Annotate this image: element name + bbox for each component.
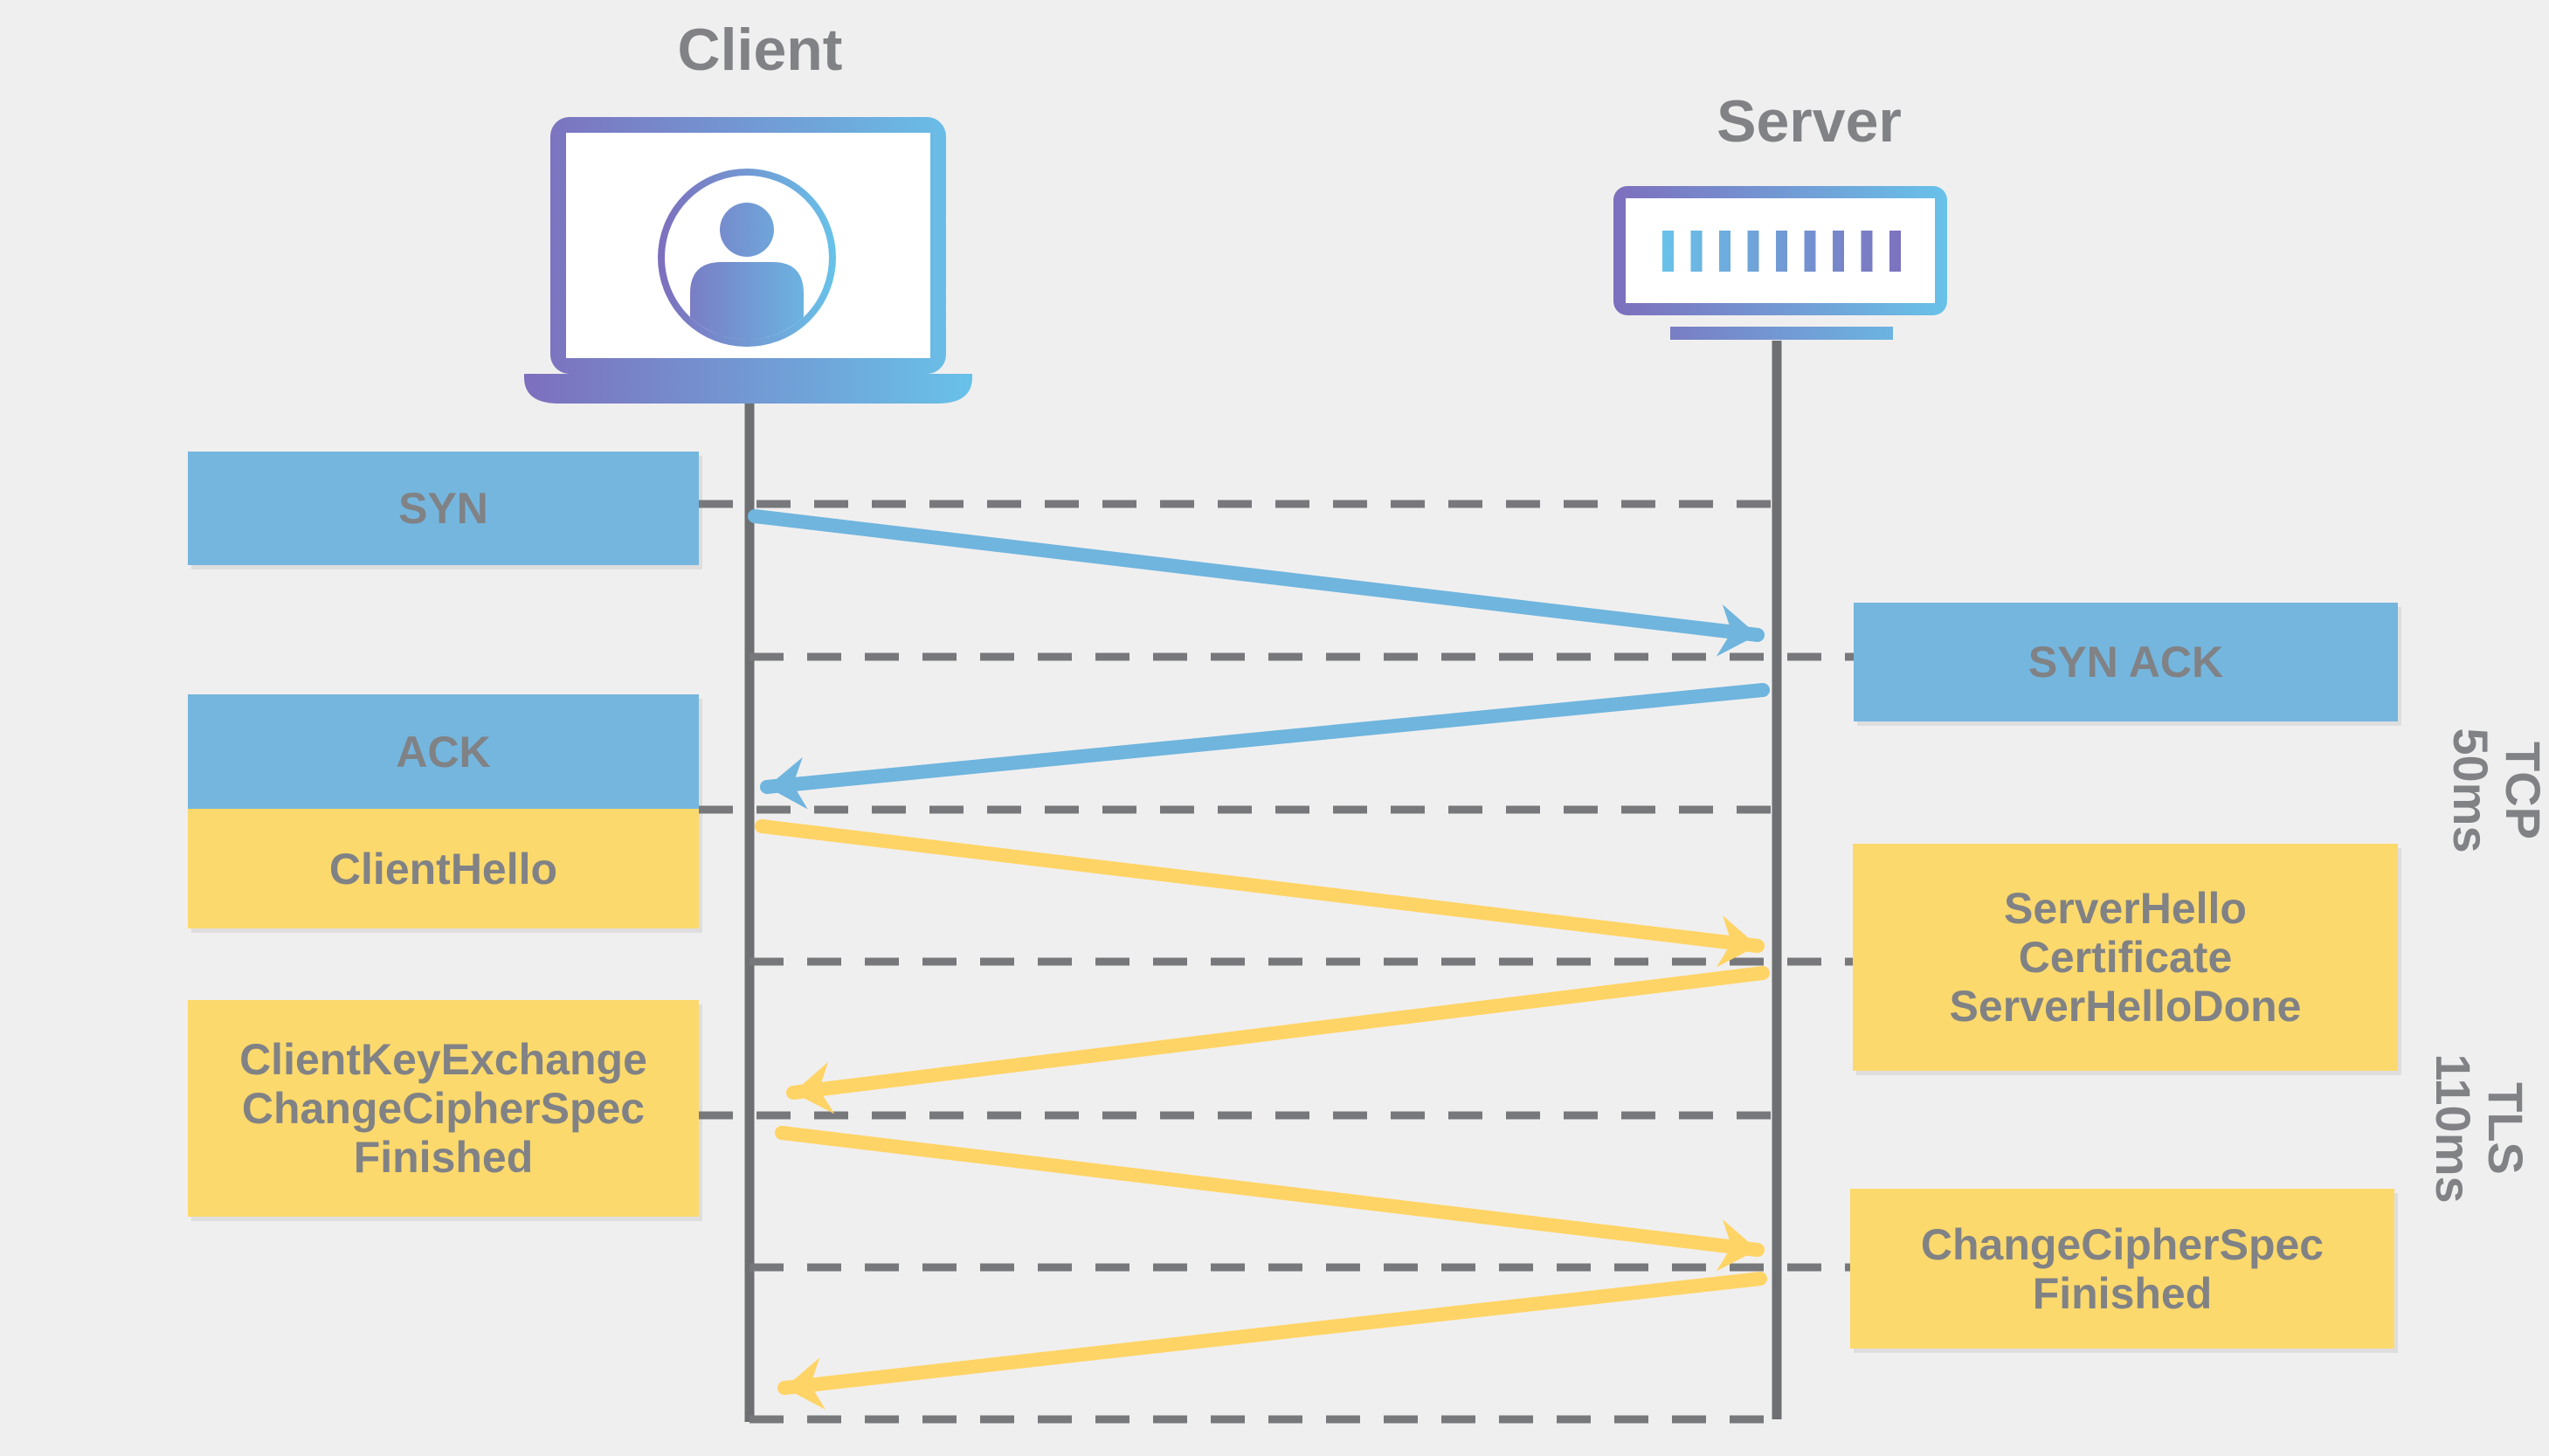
phase-protocol: TCP — [2496, 742, 2549, 839]
change-cipher-spec-arrow — [777, 1272, 1767, 1410]
change-cipher-spec-box: ChangeCipherSpec Finished — [1850, 1189, 2394, 1349]
user-avatar-icon — [658, 169, 836, 347]
syn-arrow — [748, 509, 1765, 657]
message-label: ServerHelloDone — [1949, 982, 2302, 1031]
message-label: Finished — [353, 1133, 534, 1182]
server-label: Server — [1717, 88, 1902, 155]
syn-box: SYN — [188, 452, 699, 565]
client-hello-arrow — [755, 819, 1765, 968]
client-key-exchange-box: ClientKeyExchange ChangeCipherSpec Finis… — [188, 1000, 699, 1217]
message-label: ChangeCipherSpec — [1920, 1219, 2324, 1269]
message-label: ClientHello — [328, 844, 558, 894]
avatar-head — [720, 203, 774, 257]
server-icon — [1613, 186, 1947, 340]
phase-label-tcp: TCP 50ms — [2443, 686, 2549, 895]
syn-ack-box: SYN ACK — [1854, 603, 2398, 721]
message-label: Finished — [2032, 1268, 2213, 1318]
syn-ack-arrow — [760, 683, 1770, 810]
server-vent-bars — [1662, 231, 1901, 272]
phase-label-tls: TLS 110ms — [2426, 1024, 2533, 1233]
client-key-exchange-arrow — [775, 1126, 1765, 1272]
server-hello-arrow — [786, 966, 1770, 1114]
phase-duration: 110ms — [2426, 1053, 2481, 1204]
laptop-base — [524, 374, 972, 404]
server-hello-box: ServerHello Certificate ServerHelloDone — [1853, 844, 2398, 1071]
message-label: SYN — [398, 484, 488, 533]
client-label: Client — [677, 17, 843, 83]
message-label: ClientKeyExchange — [239, 1035, 647, 1084]
message-label: SYN ACK — [2027, 638, 2224, 687]
phase-duration: 50ms — [2443, 728, 2498, 853]
phase-protocol: TLS — [2478, 1082, 2533, 1175]
server-base-bar — [1670, 327, 1893, 340]
ack-box: ACK — [188, 694, 699, 809]
message-label: ServerHello — [2004, 884, 2247, 933]
laptop-icon — [524, 117, 972, 404]
message-label: ACK — [396, 727, 491, 776]
avatar-shoulders — [690, 262, 804, 340]
message-label: ChangeCipherSpec — [241, 1084, 646, 1133]
message-label: Certificate — [2018, 933, 2233, 982]
client-hello-box: ClientHello — [188, 809, 699, 928]
avatar-ring — [658, 169, 836, 347]
